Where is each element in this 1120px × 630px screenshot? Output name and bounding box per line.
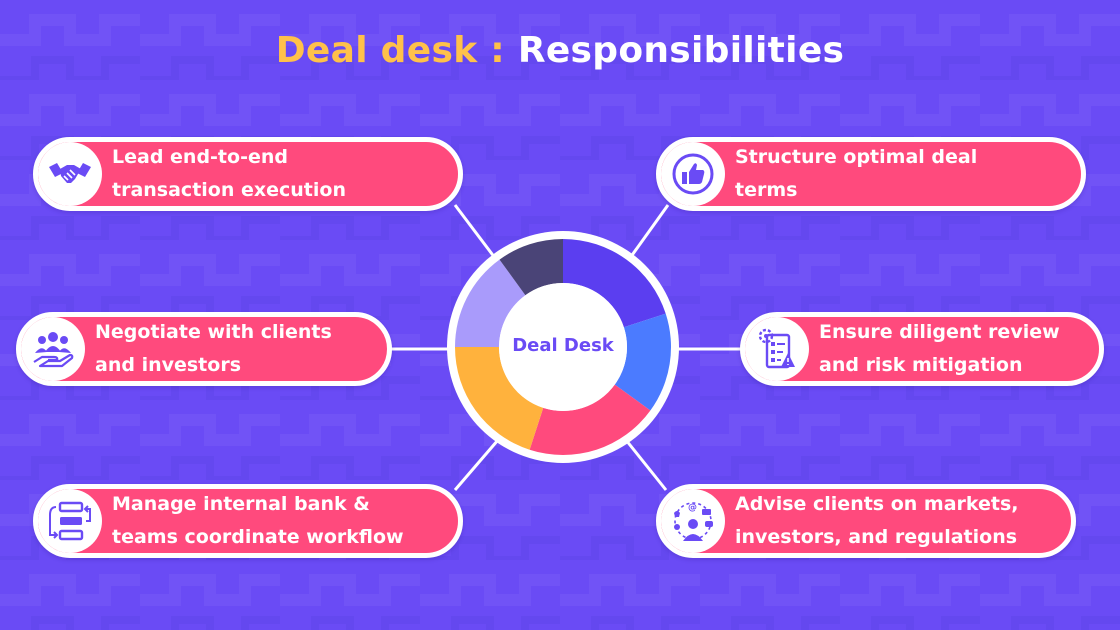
card-advise-line1: Advise clients on markets, (735, 493, 1019, 515)
card-negotiate-line1: Negotiate with clients (95, 321, 332, 343)
card-manage-text: Manage internal bank & teams coordinate … (112, 488, 404, 554)
card-lead-line1: Lead end-to-end (112, 146, 288, 168)
donut-segment-5 (455, 259, 526, 347)
card-advise-clients: @ Advise clients on markets, investors, … (656, 484, 1076, 558)
card-manage-line2: teams coordinate workflow (112, 526, 404, 548)
deal-desk-donut (447, 231, 679, 463)
checklist-warning-icon (745, 317, 809, 381)
connector-structure (628, 204, 670, 259)
card-negotiate-text: Negotiate with clients and investors (95, 316, 332, 382)
donut-segment-4 (455, 347, 544, 450)
card-advise-line2: investors, and regulations (735, 526, 1018, 548)
title-main: Responsibilities (517, 30, 845, 71)
handshake-icon (38, 142, 102, 206)
card-ensure-review: Ensure diligent review and risk mitigati… (740, 312, 1104, 386)
card-lead-line2: transaction execution (112, 179, 346, 201)
card-lead-text: Lead end-to-end transaction execution (112, 141, 346, 207)
card-ensure-text: Ensure diligent review and risk mitigati… (819, 316, 1060, 382)
title-accent: Deal desk : (275, 30, 505, 71)
workflow-icon (38, 489, 102, 553)
donut-segment-6 (499, 239, 563, 296)
card-structure-line1: Structure optimal deal (735, 146, 978, 168)
svg-text:@: @ (688, 503, 697, 513)
card-ensure-line1: Ensure diligent review (819, 321, 1060, 343)
card-negotiate-line2: and investors (95, 354, 241, 376)
card-ensure-line2: and risk mitigation (819, 354, 1023, 376)
card-advise-text: Advise clients on markets, investors, an… (735, 488, 1019, 554)
connector-manage (453, 439, 500, 491)
card-structure-terms: Structure optimal deal terms (656, 137, 1086, 211)
advisor-icon: @ (661, 489, 725, 553)
connector-lead (453, 204, 497, 259)
card-lead-execution: Lead end-to-end transaction execution (33, 137, 463, 211)
connector-advise (624, 439, 668, 491)
card-structure-text: Structure optimal deal terms (735, 141, 977, 207)
card-manage-workflow: Manage internal bank & teams coordinate … (33, 484, 463, 558)
donut-segment-3 (529, 384, 651, 455)
team-hand-icon (21, 317, 85, 381)
card-structure-line2: terms (735, 179, 798, 201)
donut-segment-1 (563, 239, 666, 328)
thumbs-up-icon (661, 142, 725, 206)
card-manage-line1: Manage internal bank & (112, 493, 370, 515)
page-title: Deal desk : Responsibilities (0, 30, 1120, 71)
donut-segment-2 (614, 313, 671, 411)
card-negotiate: Negotiate with clients and investors (16, 312, 392, 386)
center-label: Deal Desk (512, 335, 614, 356)
